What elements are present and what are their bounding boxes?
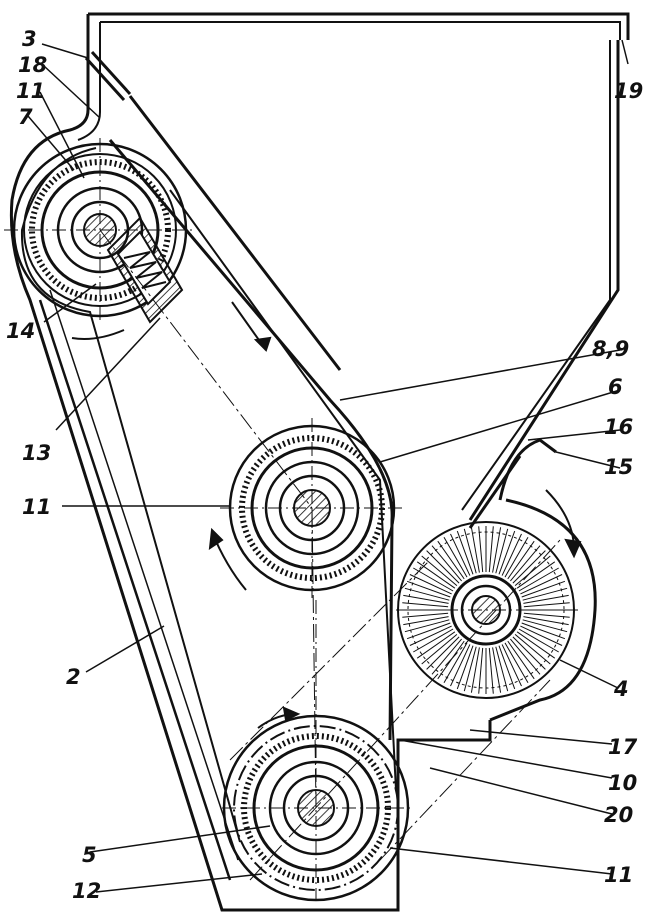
label-11-bottom: 11 xyxy=(604,863,633,887)
bristle xyxy=(493,527,501,572)
bristle xyxy=(403,617,448,625)
bristle xyxy=(523,595,568,603)
label-18: 18 xyxy=(18,53,47,77)
bristle xyxy=(403,595,448,603)
arrow-head-brush xyxy=(566,540,580,556)
bristle xyxy=(523,617,568,625)
label-8-9: 8,9 xyxy=(592,337,629,361)
label-5: 5 xyxy=(82,843,97,867)
label-15: 15 xyxy=(604,455,633,479)
chute-plates xyxy=(86,52,340,370)
bristle xyxy=(402,603,448,607)
arrow-head-middle xyxy=(210,530,222,548)
bristle xyxy=(524,613,570,617)
bristle xyxy=(489,648,493,694)
label-12: 12 xyxy=(72,879,101,903)
label-20: 20 xyxy=(604,803,633,827)
label-13: 13 xyxy=(22,441,51,465)
bristle xyxy=(493,647,501,692)
bristle xyxy=(524,603,570,607)
bristle xyxy=(489,526,493,572)
bristle xyxy=(479,648,483,694)
arrow-top xyxy=(72,330,124,339)
bristle xyxy=(479,526,483,572)
label-16: 16 xyxy=(604,415,633,439)
label-11-top: 11 xyxy=(16,79,45,103)
label-2: 2 xyxy=(66,665,81,689)
label-19: 19 xyxy=(614,79,643,103)
pulley-bottom xyxy=(222,600,410,900)
label-3: 3 xyxy=(22,27,37,51)
label-4: 4 xyxy=(613,677,629,701)
bristle xyxy=(471,527,479,572)
label-10: 10 xyxy=(608,771,637,795)
label-11-middle: 11 xyxy=(22,495,51,519)
tensioner-spring xyxy=(108,218,182,322)
arrow-head-down xyxy=(256,338,270,350)
label-14: 14 xyxy=(6,319,35,343)
label-17: 17 xyxy=(608,735,638,759)
bristle xyxy=(402,613,448,617)
label-7: 7 xyxy=(18,105,33,129)
label-6: 6 xyxy=(608,375,623,399)
bristle xyxy=(471,647,479,692)
